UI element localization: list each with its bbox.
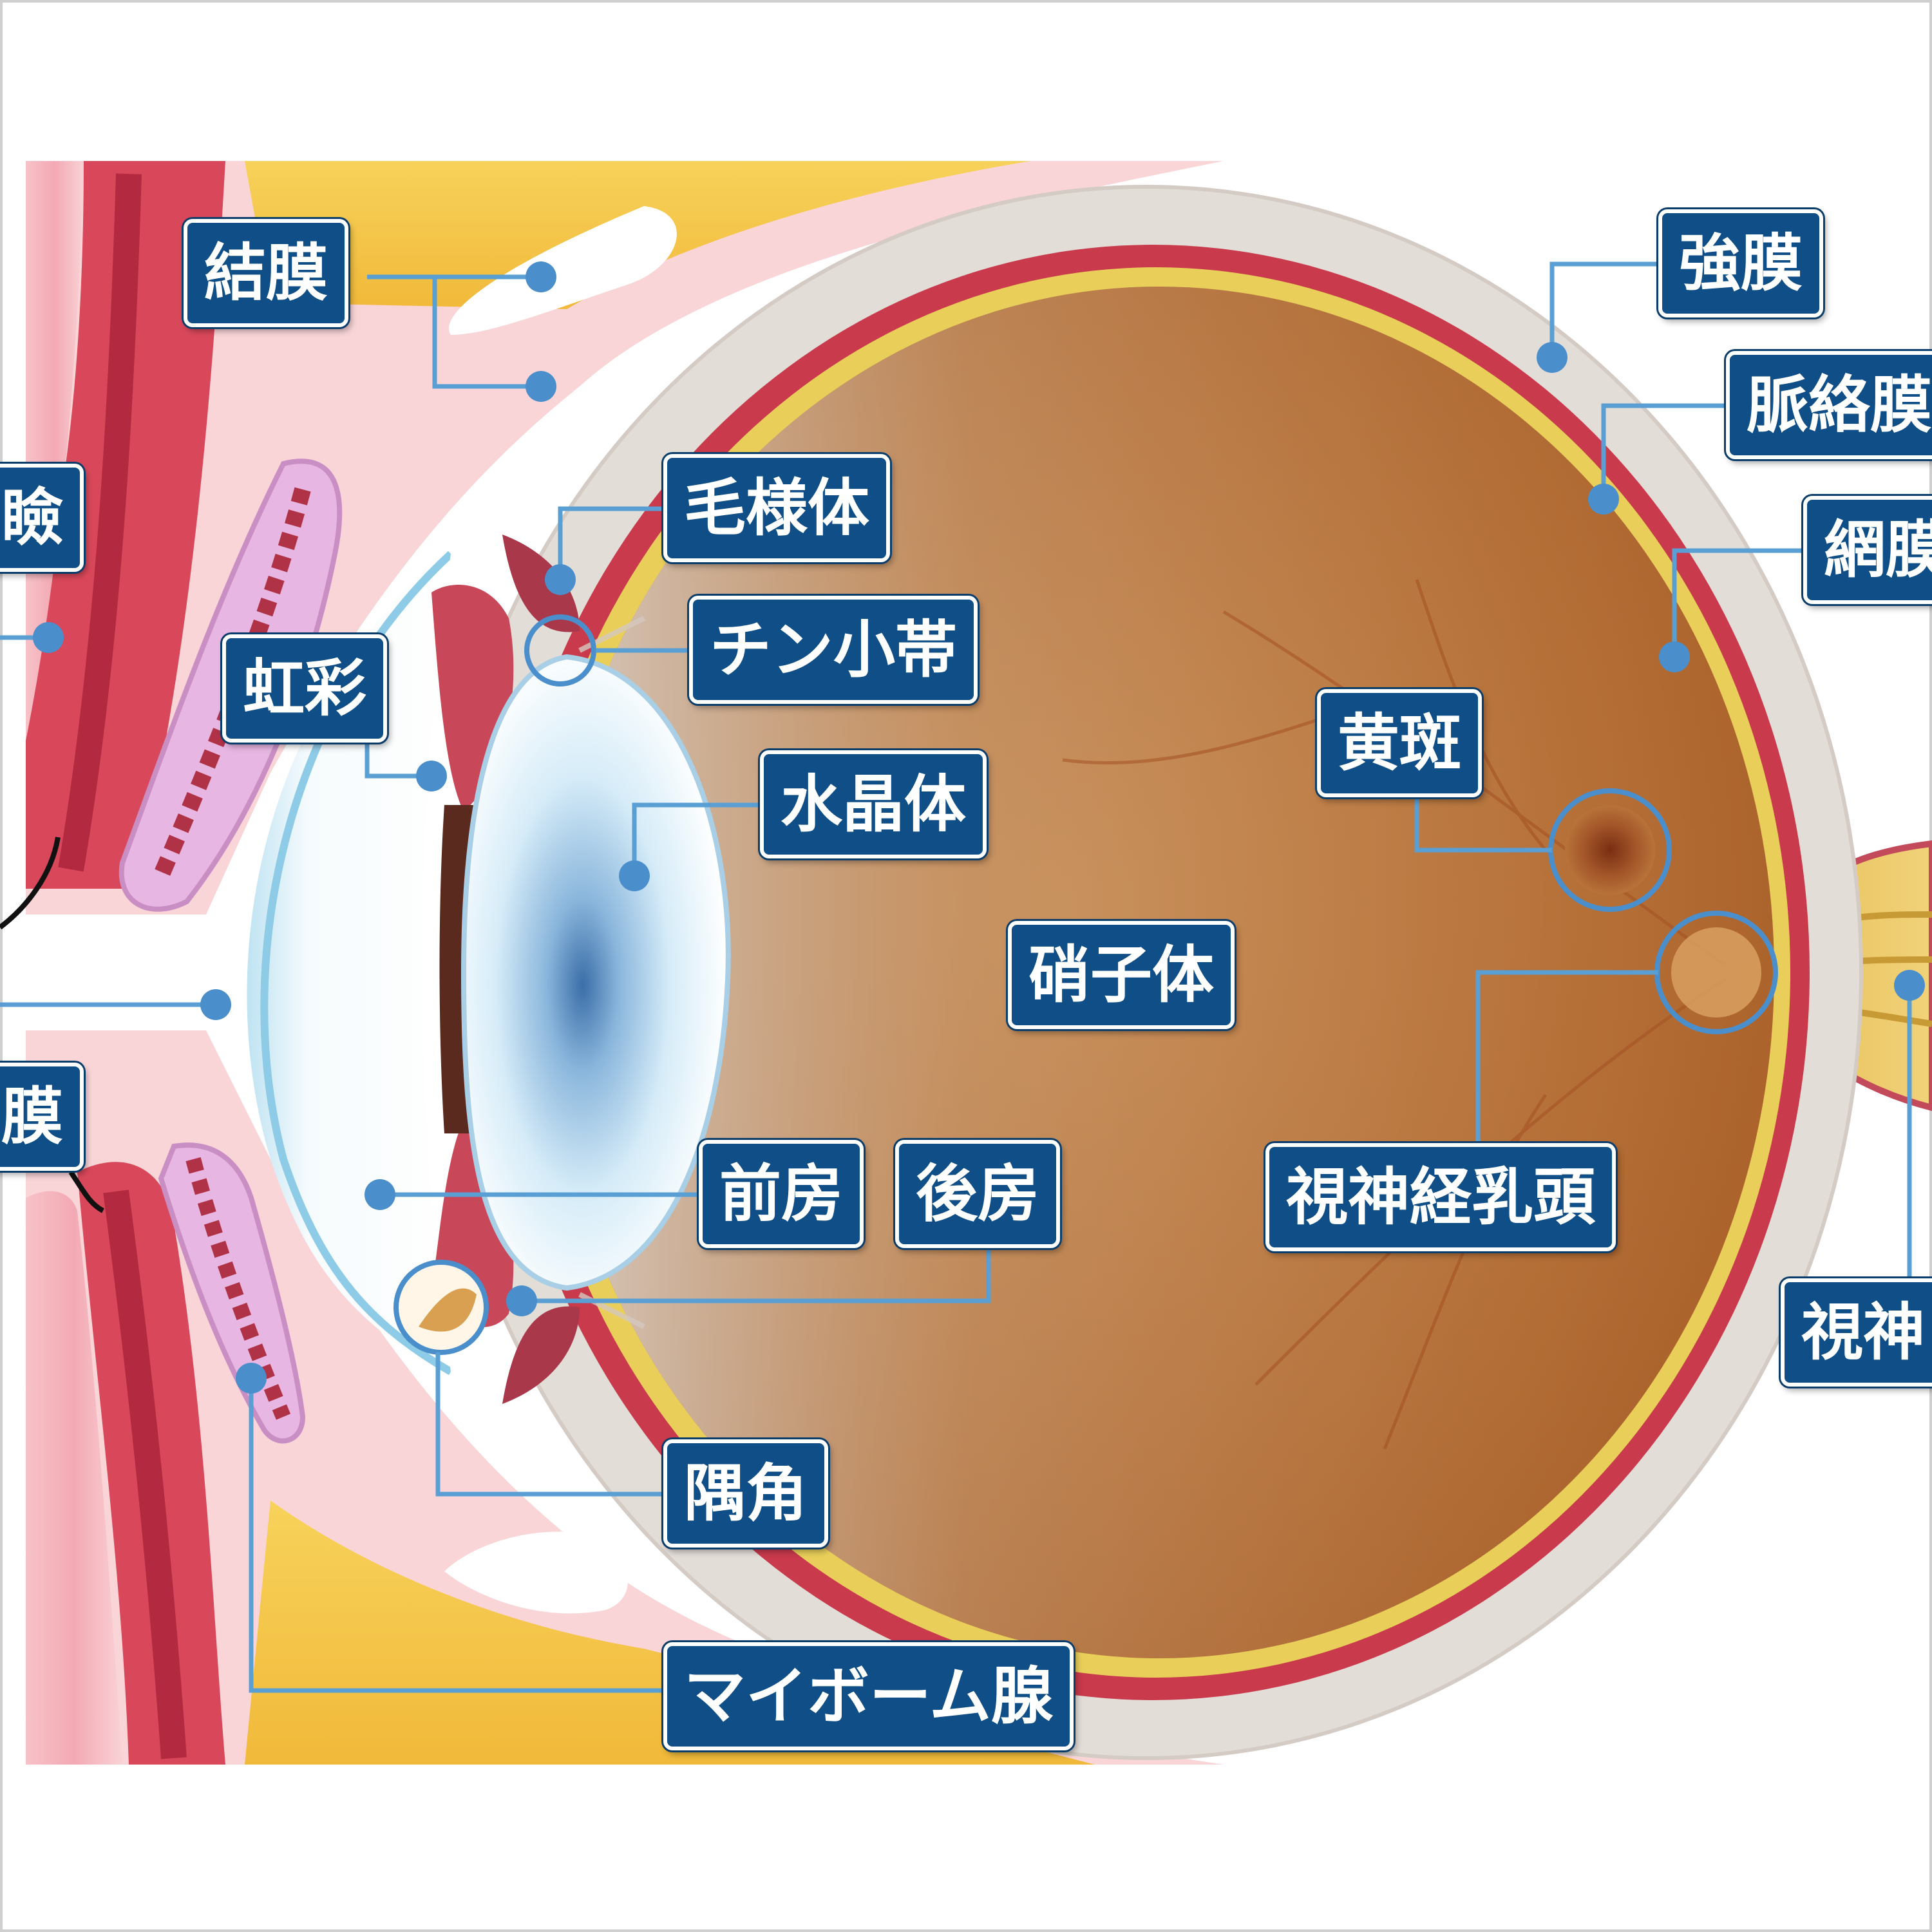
label-zonule: チン小帯 xyxy=(689,596,978,704)
label-eyelid: 瞼 xyxy=(0,464,84,572)
label-optic-nerve: 視神 xyxy=(1781,1278,1932,1387)
label-posterior-chamber: 後房 xyxy=(895,1140,1060,1248)
label-iris: 虹彩 xyxy=(222,634,387,743)
label-lens: 水晶体 xyxy=(760,750,987,858)
label-cornea: 膜 xyxy=(0,1063,84,1171)
label-choroid: 脈絡膜 xyxy=(1726,351,1932,459)
label-iridocorneal-angle: 隅角 xyxy=(663,1439,828,1548)
label-ciliary-body: 毛様体 xyxy=(663,454,890,562)
label-meibomian-gland: マイボーム腺 xyxy=(663,1642,1074,1750)
label-conjunctiva: 結膜 xyxy=(184,219,348,327)
leader-lines xyxy=(0,261,1912,1693)
label-sclera: 強膜 xyxy=(1658,209,1823,317)
label-retina: 網膜 xyxy=(1803,496,1932,604)
label-anterior-chamber: 前房 xyxy=(699,1140,864,1248)
label-optic-disc: 視神経乳頭 xyxy=(1265,1143,1616,1251)
label-macula: 黄斑 xyxy=(1317,689,1482,797)
label-vitreous: 硝子体 xyxy=(1008,921,1235,1029)
leader-dots xyxy=(33,261,1925,1394)
